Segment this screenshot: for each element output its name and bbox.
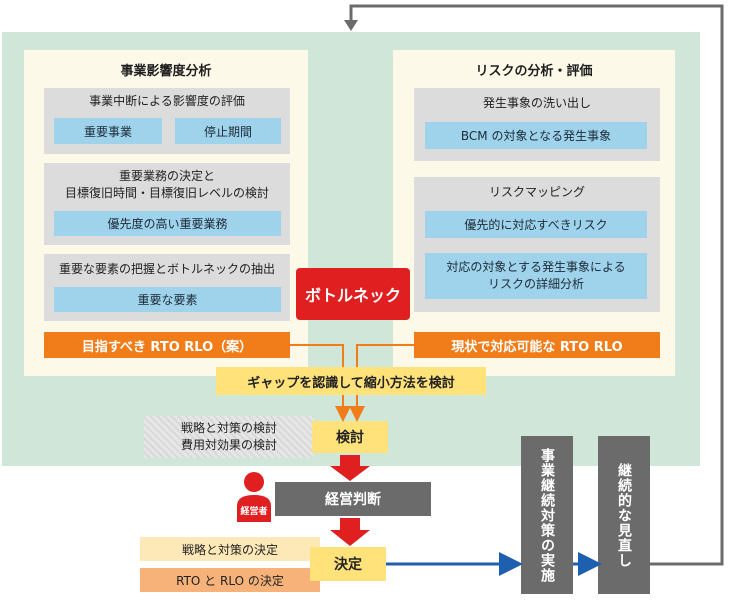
bottleneck-box: ボトルネック bbox=[296, 268, 410, 320]
manager-icon-label: 経営者 bbox=[240, 507, 268, 517]
review-box: 検討 bbox=[312, 421, 388, 453]
priority-risk-box: 優先的に対応すべきリスク bbox=[425, 211, 647, 238]
detailed-risk-analysis-line-1: 対応の対象とする発生事象による bbox=[446, 260, 626, 274]
management-to-decision-arrow bbox=[330, 518, 370, 546]
current-rto-rlo-box: 現状で対応可能な RTO RLO bbox=[414, 332, 660, 358]
high-priority-ops-box: 優先度の高い重要業務 bbox=[54, 211, 281, 236]
gap-box: ギャップを認識して縮小方法を検討 bbox=[216, 367, 486, 395]
left-section-critical-ops-title-1: 重要業務の決定と bbox=[118, 169, 215, 183]
person-icon bbox=[237, 472, 271, 522]
left-section-elements-title: 重要な要素の把握とボトルネックの抽出 bbox=[58, 262, 275, 276]
continuous-review-box: 継続的な見直し bbox=[598, 436, 650, 594]
right-section-risk-mapping-title: リスクマッピング bbox=[488, 185, 585, 199]
review-to-management-arrow bbox=[330, 455, 370, 481]
review-note-line-1: 戦略と対策の検討 bbox=[180, 421, 277, 435]
decision-box: 決定 bbox=[310, 547, 386, 581]
right-panel-title: リスクの分析・評価 bbox=[475, 64, 593, 79]
decision-note-2: RTO と RLO の決定 bbox=[140, 568, 320, 592]
bcm-target-events-box: BCM の対象となる発生事象 bbox=[425, 122, 647, 149]
review-note-line-2: 費用対効果の検討 bbox=[180, 438, 277, 452]
feedback-loop-arrowhead bbox=[344, 20, 358, 31]
right-result-connector bbox=[356, 344, 414, 367]
detailed-risk-analysis-box: 対応の対象とする発生事象による リスクの詳細分析 bbox=[425, 253, 647, 299]
review-note: 戦略と対策の検討 費用対効果の検討 bbox=[144, 416, 314, 458]
left-result-connector bbox=[290, 344, 344, 367]
manager-icon: 経営者 bbox=[234, 470, 274, 526]
target-rto-rlo-box: 目指すべき RTO RLO（案） bbox=[44, 332, 290, 358]
feedback-loop-line bbox=[349, 4, 724, 566]
management-decision-box: 経営判断 bbox=[275, 482, 431, 516]
important-elements-box: 重要な要素 bbox=[54, 287, 281, 312]
implementation-box: 事業継続対策の実施 bbox=[521, 436, 573, 594]
decision-note-1: 戦略と対策の決定 bbox=[140, 537, 320, 561]
right-section-events-title: 発生事象の洗い出し bbox=[482, 96, 591, 110]
left-section-impact-title: 事業中断による影響度の評価 bbox=[89, 94, 245, 108]
downtime-box: 停止期間 bbox=[175, 118, 281, 144]
left-panel-title: 事業影響度分析 bbox=[120, 64, 212, 79]
critical-business-box: 重要事業 bbox=[54, 118, 162, 144]
left-section-critical-ops-title-2: 目標復旧時間・目標復旧レベルの検討 bbox=[64, 186, 269, 200]
detailed-risk-analysis-line-2: リスクの詳細分析 bbox=[487, 277, 584, 291]
